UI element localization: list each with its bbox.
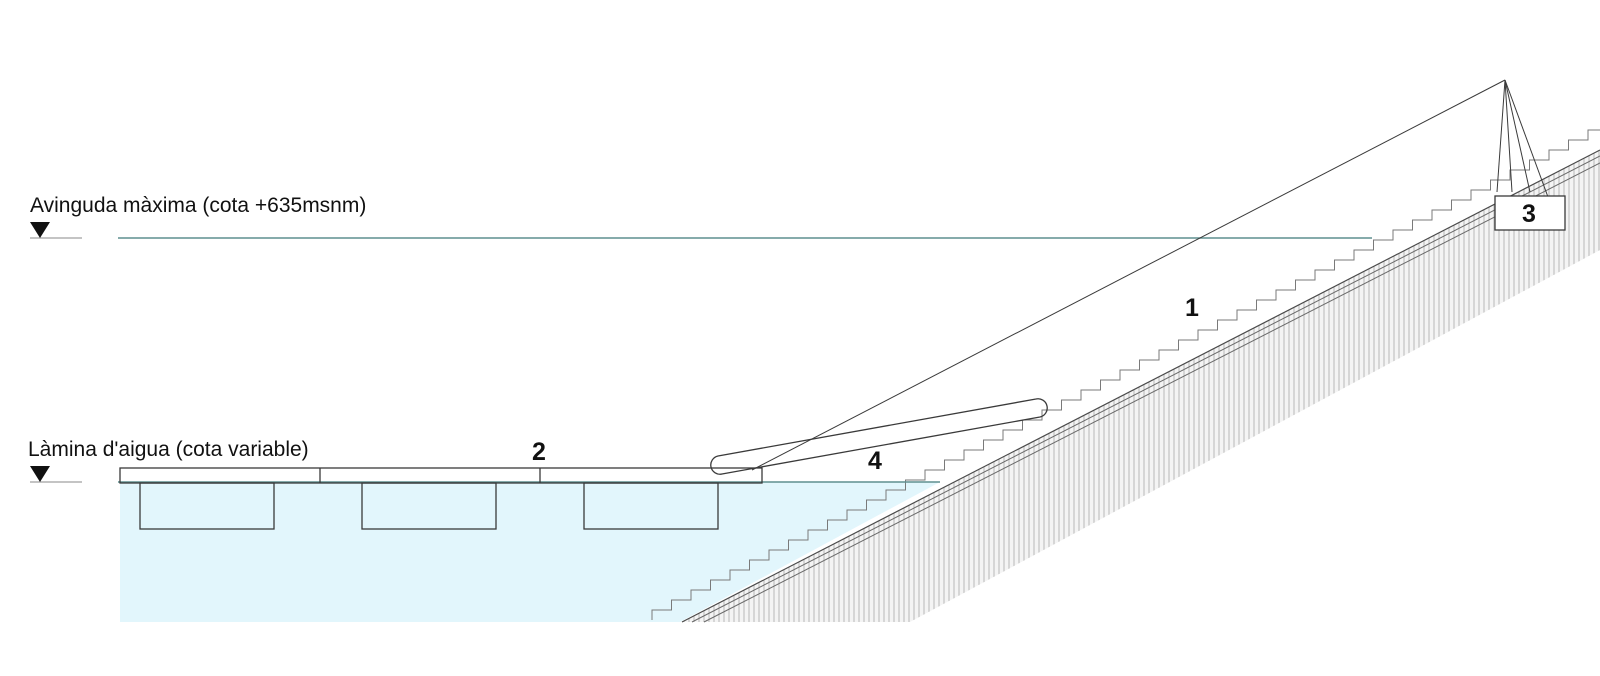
floating-pontoon bbox=[119, 467, 763, 530]
max-flood-label: Avinguda màxima (cota +635msnm) bbox=[30, 194, 366, 217]
anchor-cables bbox=[751, 79, 1549, 471]
water-body bbox=[120, 482, 940, 622]
down-triangle-icon bbox=[30, 222, 50, 238]
callout-1: 1 bbox=[1185, 294, 1199, 322]
pontoon-float bbox=[583, 482, 719, 530]
callout-3: 3 bbox=[1522, 200, 1536, 228]
anchor-block bbox=[1494, 195, 1566, 231]
water-surface-label: Làmina d'aigua (cota variable) bbox=[28, 438, 309, 461]
callout-4: 4 bbox=[868, 447, 882, 475]
pontoon-float bbox=[139, 482, 275, 530]
embankment-slope bbox=[681, 149, 1600, 623]
callout-2: 2 bbox=[532, 438, 546, 466]
pontoon-float bbox=[361, 482, 497, 530]
down-triangle-icon bbox=[30, 466, 50, 482]
access-gangway bbox=[710, 398, 1048, 475]
terraced-steps bbox=[651, 129, 1600, 620]
